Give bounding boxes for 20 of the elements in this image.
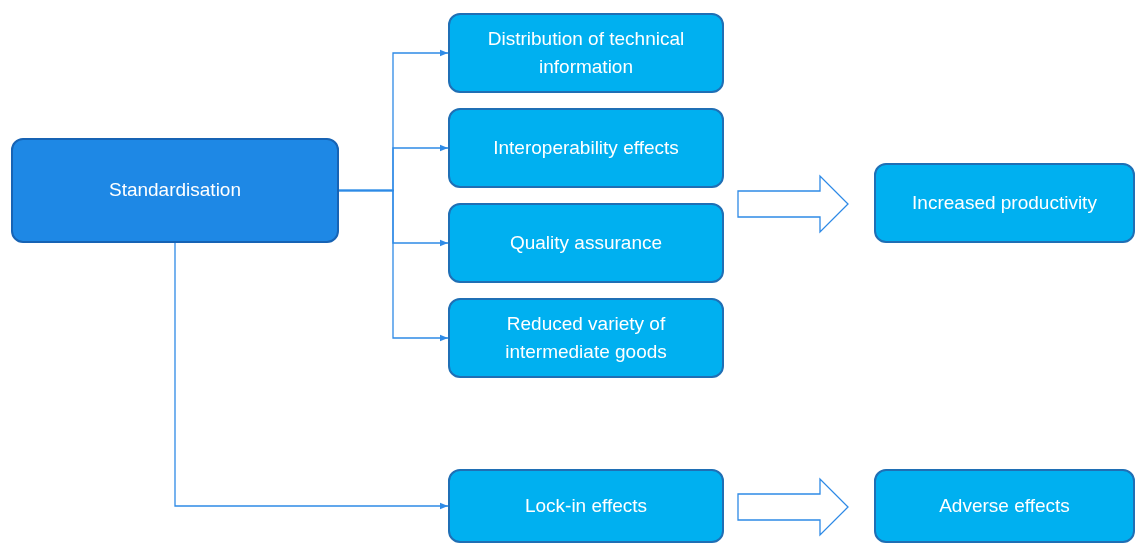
process-box <box>448 108 724 188</box>
box-label: Increased productivity <box>912 190 1097 215</box>
box-label: Interoperability effects <box>493 135 679 160</box>
connector-arrow <box>338 189 449 342</box>
connector-arrow <box>174 242 449 510</box>
main-box <box>11 138 339 243</box>
process-box <box>448 298 724 378</box>
box-label: Quality assurance <box>509 230 663 255</box>
process-box <box>448 13 724 93</box>
box-label: Distribution of technical information <box>486 26 686 79</box>
process-box <box>448 203 724 283</box>
process-box <box>874 469 1135 543</box>
process-box <box>448 469 724 543</box>
box-label: Reduced variety of intermediate goods <box>504 311 668 364</box>
box-label: Lock-in effects <box>524 493 648 518</box>
block-arrow <box>737 477 849 537</box>
process-box <box>874 163 1135 243</box>
box-label: Standardisation <box>108 178 241 203</box>
block-arrow <box>737 174 849 234</box>
box-label: Adverse effects <box>939 493 1070 518</box>
